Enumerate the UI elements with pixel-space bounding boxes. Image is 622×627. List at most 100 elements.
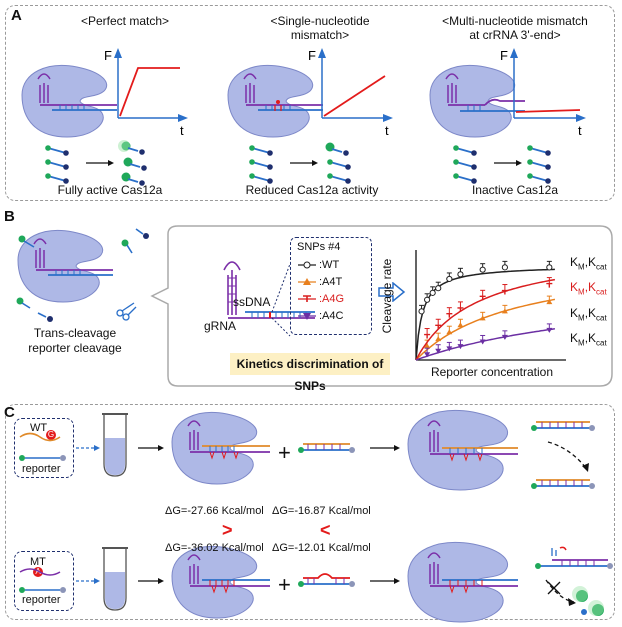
grna-label: gRNA bbox=[204, 319, 237, 333]
kinetic-label: KM,Kcat bbox=[570, 280, 607, 297]
axis-f-1: F bbox=[104, 48, 112, 63]
panel-a-title-3: <Multi-nucleotide mismatch at crRNA 3'-e… bbox=[420, 14, 610, 42]
fit-curve bbox=[415, 278, 556, 361]
legend-marker-icon bbox=[298, 277, 316, 285]
trans-cleavage-line2: reporter cleavage bbox=[28, 341, 122, 355]
kinetic-label: KM,Kcat bbox=[570, 331, 607, 348]
legend-label: :A4G bbox=[319, 292, 345, 305]
arrow-a-3 bbox=[494, 160, 522, 166]
dg-mt-left: ΔG=-36.02 Kcal/mol bbox=[165, 542, 264, 554]
arrow-a-1 bbox=[86, 160, 114, 166]
panel-c bbox=[5, 404, 615, 620]
compare-right: < bbox=[320, 520, 331, 540]
trans-cleavage-caption: Trans-cleavage reporter cleavage bbox=[5, 326, 145, 356]
axis-t-1: t bbox=[180, 123, 184, 138]
panel-a-title-2-line1: <Single-nucleotide bbox=[270, 14, 370, 28]
data-point bbox=[546, 264, 553, 271]
data-point bbox=[457, 271, 464, 278]
panel-a-title-3-line2: at crRNA 3'-end> bbox=[469, 28, 561, 42]
scissors-icon bbox=[116, 302, 137, 321]
data-point bbox=[479, 315, 486, 321]
legend-label: :WT bbox=[319, 258, 340, 271]
data-point bbox=[479, 295, 486, 301]
reporter-duplex-mt bbox=[298, 573, 355, 587]
data-point bbox=[446, 275, 453, 283]
data-point bbox=[546, 282, 553, 288]
panel-c-graphics bbox=[19, 410, 613, 623]
wt-input-box bbox=[14, 418, 74, 478]
axis-f-3: F bbox=[500, 48, 508, 63]
axis-f-2: F bbox=[308, 48, 316, 63]
wt-base-badge: G bbox=[46, 430, 56, 440]
data-point bbox=[479, 266, 486, 273]
data-point bbox=[446, 312, 453, 318]
kinetic-label: KM,Kcat bbox=[570, 255, 607, 272]
axis-t-2: t bbox=[385, 123, 389, 138]
snp-legend-row: :A4C bbox=[297, 307, 365, 324]
data-point bbox=[501, 334, 508, 340]
data-point bbox=[479, 339, 486, 345]
panel-a-title-3-line1: <Multi-nucleotide mismatch bbox=[442, 14, 588, 28]
reporters-a-2-right bbox=[325, 142, 352, 185]
data-point bbox=[446, 329, 453, 335]
cas12a-complex-multi-mismatch bbox=[429, 64, 525, 138]
grna-ssdna-graphic bbox=[223, 261, 315, 337]
legend-marker-icon bbox=[298, 294, 316, 302]
dg-mt-right: ΔG=-12.01 Kcal/mol bbox=[272, 542, 371, 554]
arrow-a-2 bbox=[290, 160, 318, 166]
snp-legend-row: :A4T bbox=[297, 273, 365, 290]
snp-legend-box: SNPs #4 :WT :A4T :A4G :A4C bbox=[290, 237, 372, 335]
data-point bbox=[429, 289, 436, 296]
legend-label: :A4T bbox=[319, 275, 343, 288]
reporters-a-1-right bbox=[118, 140, 147, 186]
caption-inactive: Inactive Cas12a bbox=[471, 183, 559, 197]
snp-legend-row: :WT bbox=[297, 256, 365, 273]
dg-wt-right: ΔG=-16.87 Kcal/mol bbox=[272, 505, 371, 517]
axis-t-3: t bbox=[578, 123, 582, 138]
trans-cleavage-line1: Trans-cleavage bbox=[33, 326, 117, 340]
wt-duplex-right-bottom bbox=[531, 479, 595, 489]
data-point bbox=[418, 308, 425, 315]
reporters-a-1-left bbox=[44, 144, 70, 185]
scissors-icon-mt bbox=[547, 581, 561, 595]
panel-b-bubble bbox=[150, 225, 613, 387]
data-point bbox=[424, 333, 431, 339]
panel-a-title-1: <Perfect match> bbox=[80, 14, 170, 28]
kinetics-chart bbox=[415, 250, 566, 361]
fit-curve bbox=[415, 328, 555, 361]
panel-b-left-graphic bbox=[16, 228, 149, 322]
reporters-a-3-right bbox=[526, 144, 552, 185]
hollow-arrow-icon bbox=[378, 282, 406, 302]
ssdna-label: ssDNA bbox=[233, 295, 271, 309]
data-point bbox=[435, 285, 442, 292]
legend-marker-icon bbox=[298, 312, 316, 320]
kinetics-x-label: Reporter concentration bbox=[430, 365, 554, 379]
data-point bbox=[501, 264, 508, 271]
mt-cleaved-right bbox=[535, 546, 613, 569]
cas12a-complex-perfect bbox=[21, 64, 117, 138]
wt-label: WT bbox=[30, 422, 48, 434]
dg-wt-left: ΔG=-27.66 Kcal/mol bbox=[165, 505, 264, 517]
caption-fully-active: Fully active Cas12a bbox=[57, 183, 163, 197]
panel-a bbox=[5, 5, 615, 201]
data-point bbox=[457, 322, 464, 328]
plus-sign-mt: + bbox=[278, 572, 291, 597]
data-point bbox=[424, 296, 431, 303]
snp-legend-title: SNPs #4 bbox=[297, 241, 341, 253]
chart-a-flat bbox=[510, 48, 586, 122]
reporters-a-2-left bbox=[248, 144, 274, 185]
legend-marker-icon bbox=[298, 261, 316, 268]
data-point bbox=[435, 324, 442, 330]
compare-left: > bbox=[222, 520, 233, 540]
reporters-a-3-left bbox=[452, 144, 478, 185]
panel-c-letter: C bbox=[4, 404, 15, 421]
released-fluorophores bbox=[572, 586, 604, 616]
kinetics-banner: Kinetics discrimination of SNPs bbox=[230, 353, 390, 393]
kinetic-label: KM,Kcat bbox=[570, 305, 607, 323]
tube-wt-icon bbox=[102, 413, 128, 477]
chart-a-linear bbox=[318, 48, 393, 122]
data-point bbox=[446, 346, 453, 352]
reporter-label-mt: reporter bbox=[22, 594, 61, 606]
data-point bbox=[501, 289, 508, 295]
